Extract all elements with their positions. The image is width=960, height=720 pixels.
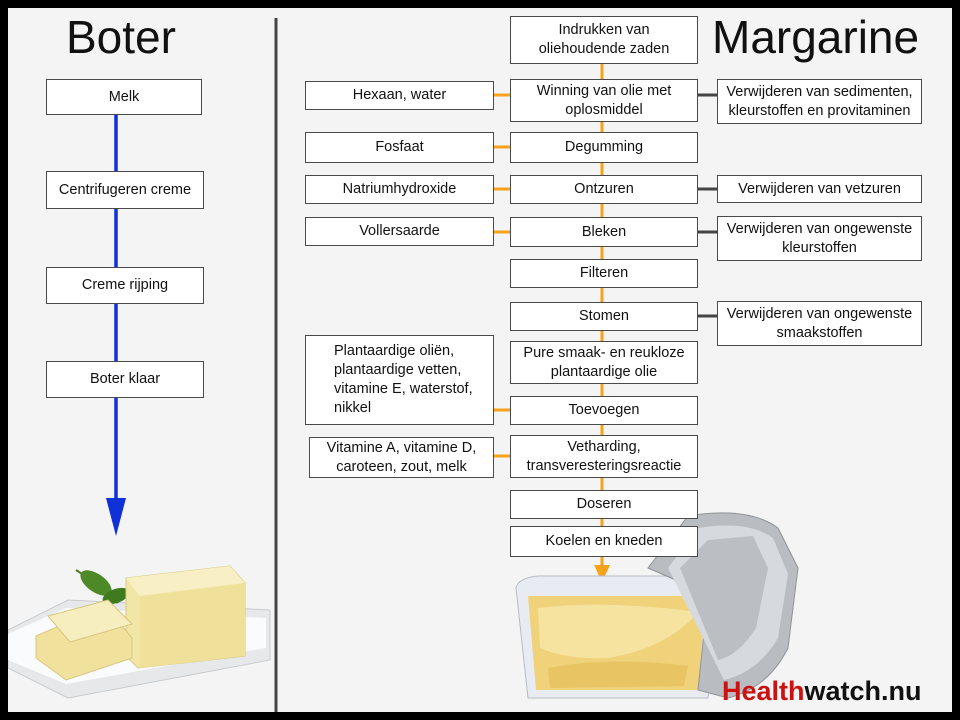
removal-sedimenten: Verwijderen van sedimenten, kleurstoffen… (717, 79, 922, 124)
margarine-step-degumming: Degumming (510, 132, 698, 163)
margarine-step-stomen: Stomen (510, 302, 698, 331)
input-natriumhydroxide: Natriumhydroxide (305, 175, 494, 204)
input-vollersaarde: Vollersaarde (305, 217, 494, 246)
diagram-frame: Boter Margarine Melk Centrifugeren creme… (8, 8, 952, 712)
margarine-title: Margarine (712, 11, 920, 63)
margarine-arrow-head (594, 565, 610, 582)
butter-step-klaar: Boter klaar (46, 361, 204, 398)
margarine-step-winning: Winning van olie met oplosmiddel (510, 79, 698, 122)
margarine-step-indrukken: Indrukken van oliehoudende zaden (510, 16, 698, 64)
margarine-step-bleken: Bleken (510, 217, 698, 247)
input-hexaan: Hexaan, water (305, 81, 494, 110)
healthwatch-logo[interactable]: Healthwatch.nu (722, 678, 922, 705)
butter-step-centrifugeren: Centrifugeren creme (46, 171, 204, 209)
butter-illustration (8, 565, 271, 699)
input-vitamine-a: Vitamine A, vitamine D, caroteen, zout, … (309, 437, 494, 478)
margarine-step-doseren: Doseren (510, 490, 698, 519)
removal-smaakstoffen: Verwijderen van ongewenste smaakstoffen (717, 301, 922, 346)
butter-step-melk: Melk (46, 79, 202, 115)
margarine-step-toevoegen: Toevoegen (510, 396, 698, 425)
removal-vetzuren: Verwijderen van vetzuren (717, 175, 922, 203)
butter-step-rijping: Creme rijping (46, 267, 204, 304)
margarine-step-koelen: Koelen en kneden (510, 526, 698, 557)
margarine-tub-illustration (515, 512, 799, 699)
input-fosfaat: Fosfaat (305, 132, 494, 163)
butter-arrow-head (106, 498, 126, 536)
margarine-step-filteren: Filteren (510, 259, 698, 288)
removal-kleurstoffen: Verwijderen van ongewenste kleurstoffen (717, 216, 922, 261)
margarine-step-ontzuren: Ontzuren (510, 175, 698, 204)
butter-title: Boter (66, 11, 176, 63)
margarine-step-vetharding: Vetharding, transveresteringsreactie (510, 435, 698, 478)
margarine-step-pure-olie: Pure smaak- en reukloze plantaardige oli… (510, 341, 698, 384)
logo-part-health: Health (722, 676, 805, 706)
connector-layer (8, 18, 799, 712)
logo-part-watch: watch.nu (804, 676, 922, 706)
input-plantaardige-olien: Plantaardige oliën, plantaardige vetten,… (305, 335, 494, 425)
